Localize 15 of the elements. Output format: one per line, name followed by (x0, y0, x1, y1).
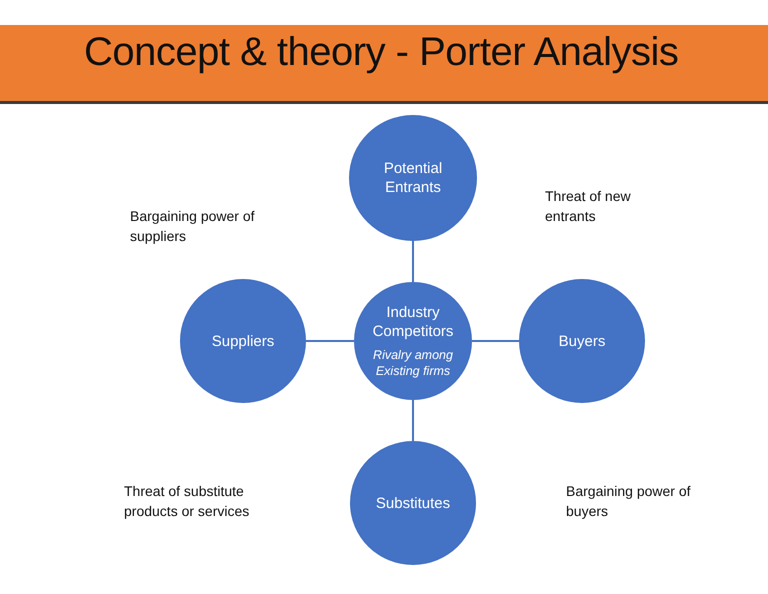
node-subtitle: Rivalry among Existing firms (372, 347, 454, 379)
title: Concept & theory - Porter Analysis (84, 30, 678, 75)
node-label: Suppliers (212, 332, 274, 350)
node-label: Industry Competitors (372, 303, 454, 341)
node-label: Substitutes (376, 494, 450, 512)
force-label: Bargaining power of suppliers (130, 207, 256, 246)
node-label: Potential Entrants (382, 159, 444, 197)
connector-line (412, 400, 414, 441)
force-label: Threat of substitute products or services (124, 482, 250, 521)
connector-line (306, 340, 354, 342)
connector-line (472, 340, 519, 342)
force-label: Bargaining power of buyers (566, 482, 692, 521)
connector-line (412, 241, 414, 282)
node-label: Buyers (558, 332, 606, 350)
force-label: Threat of new entrants (545, 187, 632, 226)
